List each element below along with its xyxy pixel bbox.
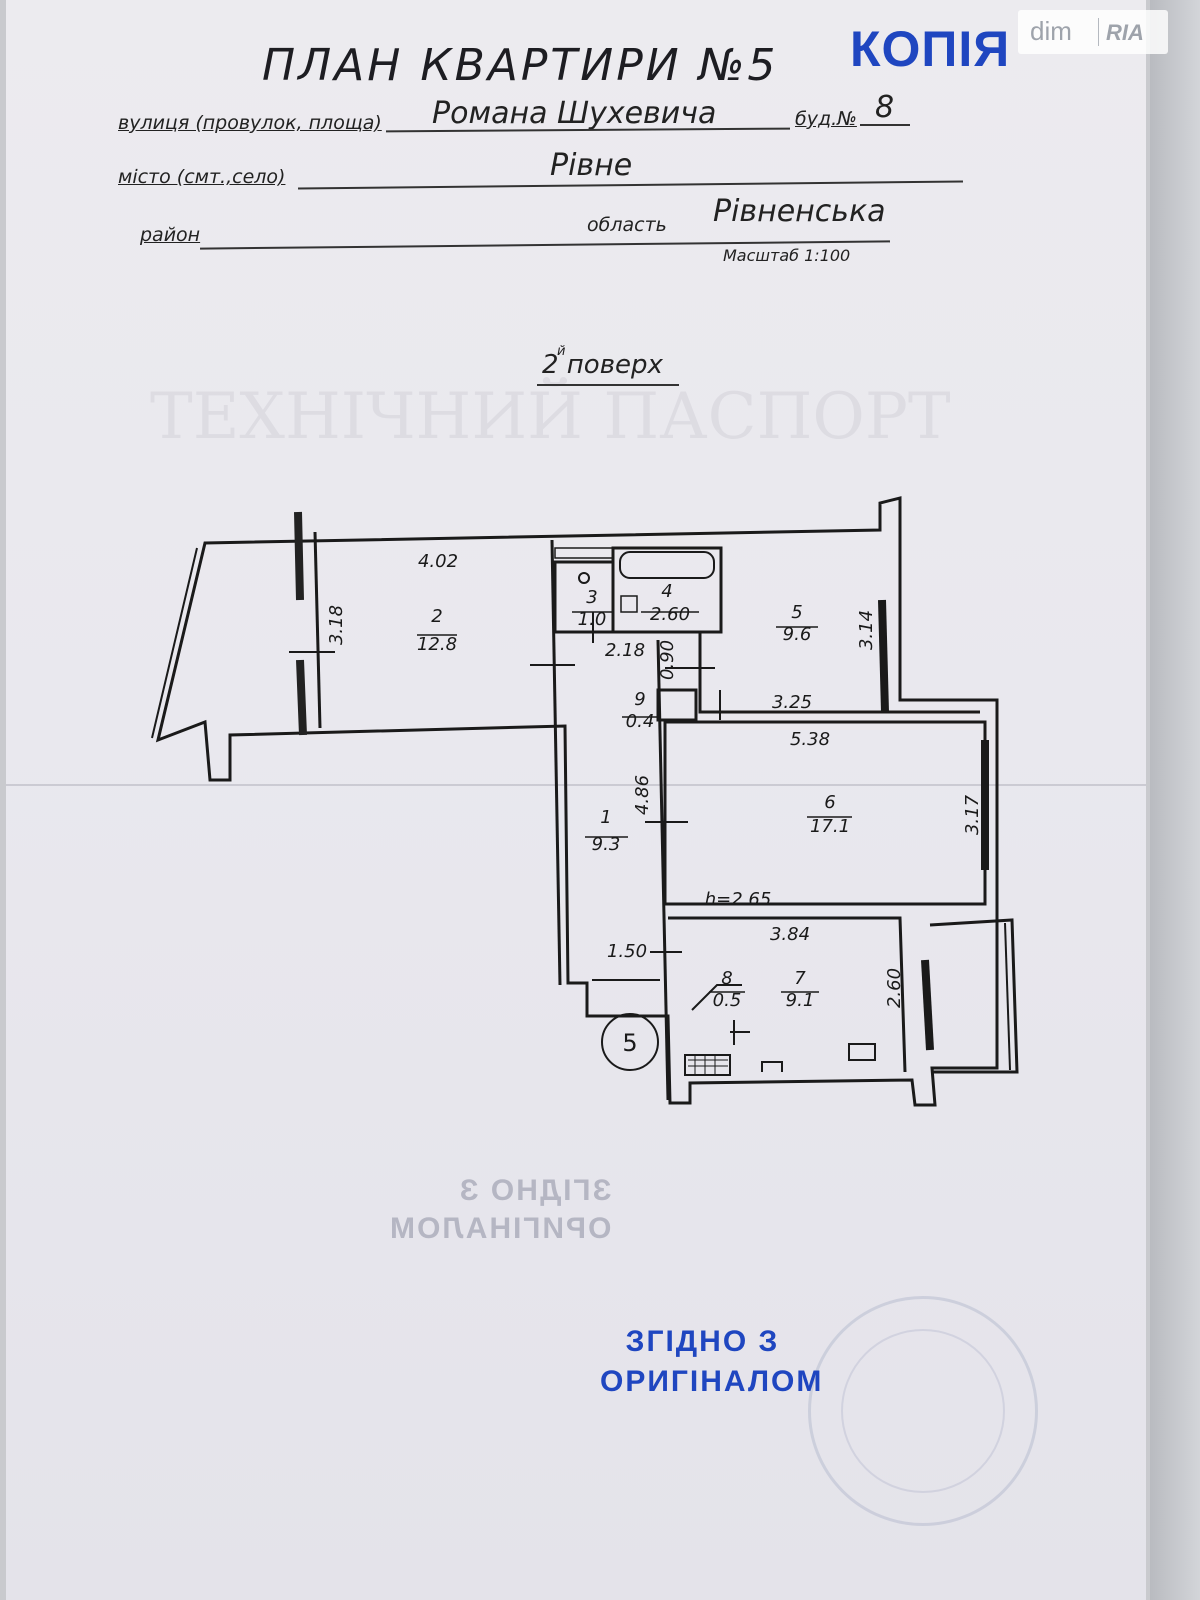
room4-area: 2.60: [650, 604, 690, 625]
bleed-through-text: ТЕХНІЧНИЙ ПАСПОРТ: [150, 380, 951, 454]
bathtub-fixture: [619, 551, 715, 579]
document-title: ПЛАН КВАРТИРИ №5: [262, 40, 779, 91]
room9-area: 0.4: [626, 711, 655, 732]
round-seal-inner: [841, 1329, 1005, 1493]
round-seal: [808, 1296, 1038, 1526]
building-label: буд.№: [795, 108, 857, 130]
dim-090: 0.90: [657, 640, 678, 680]
dim-486: 4.86: [632, 775, 653, 815]
desk-background: [1150, 0, 1200, 1600]
watermark-dim: dim: [1030, 16, 1072, 46]
entrance-number: 5: [622, 1029, 637, 1057]
room9-number: 9: [634, 689, 645, 710]
city-value: Рівне: [550, 148, 633, 183]
sink-fixture: [848, 1043, 876, 1061]
dim-218: 2.18: [605, 640, 645, 661]
dim-314: 3.14: [856, 610, 877, 650]
left-balcony: [157, 542, 206, 741]
watermark-logo: dim RIA: [1018, 10, 1168, 54]
floor-label: 2 поверх: [542, 350, 663, 380]
floor-superscript: й: [557, 344, 566, 359]
room8-number: 8: [721, 968, 732, 989]
room1-area: 9.3: [592, 834, 621, 855]
dim-260: 2.60: [884, 968, 905, 1008]
room3-area: 1.0: [578, 609, 607, 630]
paper-fold: [6, 784, 1146, 786]
room5-area: 9.6: [783, 624, 812, 645]
room6-area: 17.1: [810, 816, 850, 837]
scale-label: Масштаб 1:100: [723, 246, 851, 265]
street-label: вулиця (провулок, площа): [118, 112, 382, 134]
mirrored-stamp-line2: ОРИГІНАЛОМ: [388, 1212, 612, 1245]
dim-150: 1.50: [607, 941, 647, 962]
dim-317: 3.17: [962, 794, 983, 835]
room5-number: 5: [791, 602, 802, 623]
wall-corridor-right: [656, 639, 670, 1101]
dim-384: 3.84: [770, 924, 810, 945]
entrance-marker: [601, 1013, 659, 1071]
height-label: h=2.65: [705, 889, 772, 910]
dim-402: 4.02: [418, 551, 458, 572]
stove-fixture: [684, 1054, 731, 1076]
dim-538: 5.38: [790, 729, 830, 750]
wall-room5: [698, 690, 980, 714]
wall-room7: [668, 916, 907, 1073]
room2-area: 12.8: [417, 634, 457, 655]
wall-corridor-left: [550, 539, 562, 986]
room6-number: 6: [824, 792, 835, 813]
certified-copy-stamp: ЗГІДНО З ОРИГІНАЛОМ: [600, 1322, 824, 1402]
district-label: район: [140, 224, 201, 246]
street-value: Романа Шухевича: [432, 96, 717, 131]
region-label: область: [587, 214, 667, 236]
copy-stamp: КОПІЯ: [850, 21, 1011, 77]
building-value: 8: [875, 90, 895, 125]
mirrored-stamp: ЗГІДНО З ОРИГІНАЛОМ: [388, 1172, 611, 1248]
wall-room2: [313, 531, 322, 729]
city-label: місто (смт.,село): [118, 166, 286, 188]
room9-box: [656, 688, 698, 722]
room4-number: 4: [661, 581, 672, 602]
watermark-separator: [1098, 18, 1099, 46]
building-underline: [860, 124, 910, 126]
room7-area: 9.1: [786, 990, 815, 1011]
room3-number: 3: [586, 587, 597, 608]
room7-number: 7: [794, 968, 806, 989]
mirrored-stamp-line1: ЗГІДНО З: [457, 1174, 612, 1207]
right-balcony: [929, 918, 1019, 1074]
certified-copy-line2: ОРИГІНАЛОМ: [600, 1365, 824, 1398]
watermark-ria: RIA: [1106, 20, 1144, 45]
exterior-wall: [155, 496, 999, 1107]
room8-closet: [691, 984, 750, 1045]
room1-number: 1: [600, 807, 611, 828]
region-value: Рівненська: [713, 194, 886, 229]
dim-318: 3.18: [326, 605, 347, 645]
dim-325: 3.25: [772, 692, 812, 713]
floor-underline: [537, 384, 679, 386]
room2-number: 2: [431, 606, 442, 627]
floor-label-text: 2 поверх: [542, 350, 663, 380]
certified-copy-line1: ЗГІДНО З: [625, 1325, 780, 1358]
room8-area: 0.5: [713, 990, 742, 1011]
